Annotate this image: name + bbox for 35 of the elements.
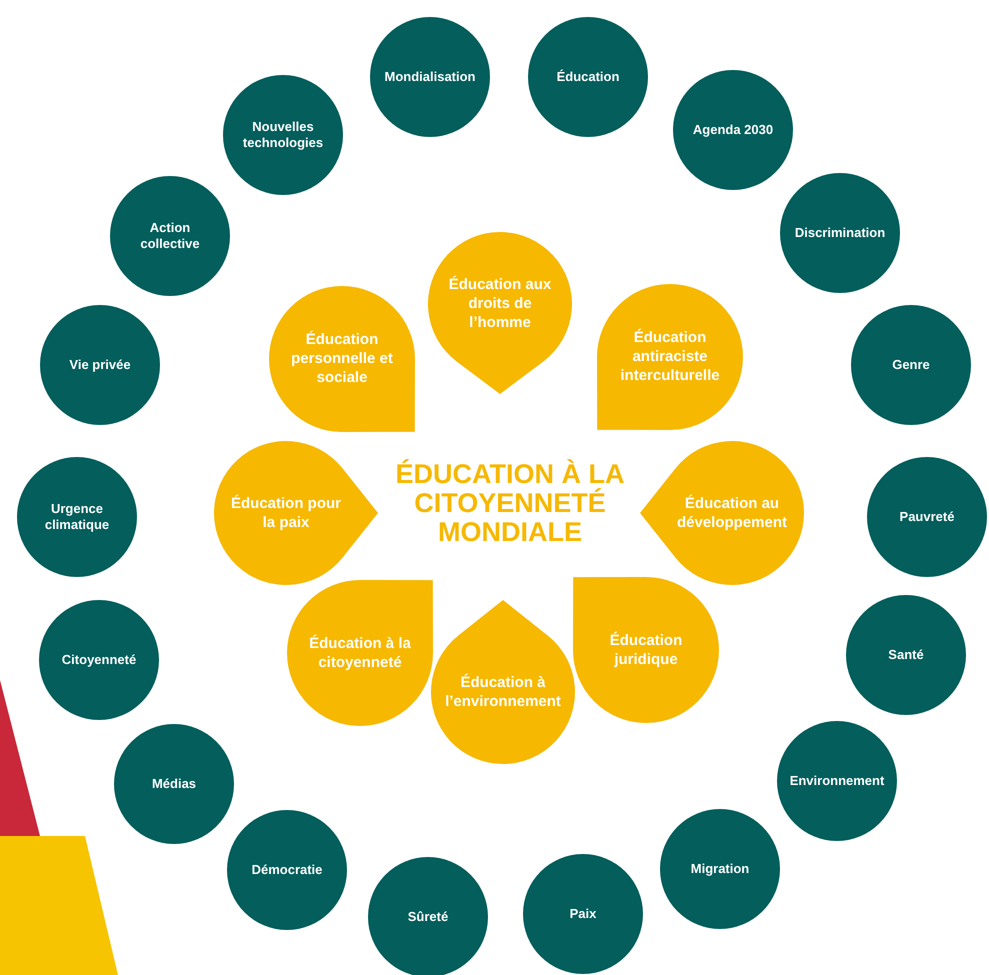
petal-shape [640, 441, 804, 585]
topic-label: Genre [892, 356, 930, 374]
topic-label: Pauvreté [900, 508, 954, 526]
petal-shape [597, 284, 743, 430]
petal-shape [287, 580, 433, 726]
topic-label: Migration [690, 860, 750, 878]
topic-label: Vie privée [69, 356, 131, 374]
topic-label: Paix [570, 906, 596, 922]
topic-label: Citoyenneté [62, 652, 136, 668]
petal-shape [573, 577, 719, 723]
petal-shape [428, 232, 572, 394]
topic-label: Mondialisation [384, 68, 476, 86]
topic-label: Sûreté [408, 908, 448, 926]
petal-shape [269, 286, 415, 432]
topic-label: Agenda 2030 [692, 122, 774, 138]
petal-label: Éducation juridique [608, 631, 684, 670]
topic-label: Santé [888, 646, 924, 664]
petal-label: Éducation à la citoyenneté [308, 634, 412, 672]
petal-label: Éducation au développement [676, 494, 788, 532]
petal-label: Éducation personnelle et sociale [290, 330, 394, 388]
petal-shape [214, 441, 378, 585]
topic-label: Démocratie [252, 862, 322, 878]
petal-label: Éducation aux droits de l’homme [448, 275, 552, 333]
petal-label: Éducation pour la paix [230, 494, 342, 532]
topic-label: Éducation [556, 68, 620, 86]
topic-label: Médias [152, 776, 196, 792]
petal-label: Éducation antiraciste interculturelle [619, 328, 721, 386]
topic-label: Environnement [790, 772, 884, 790]
petal-label: Éducation à l’environnement [444, 673, 562, 712]
topic-label: Discrimination [794, 224, 886, 242]
diagram-title: ÉDUCATION À LA CITOYENNETÉ MONDIALE [394, 460, 626, 548]
topic-label: Urgence climatique [44, 500, 110, 534]
topic-label: Nouvelles technologies [242, 118, 324, 152]
petal-shape [431, 600, 575, 764]
topic-label: Action collective [139, 220, 201, 252]
